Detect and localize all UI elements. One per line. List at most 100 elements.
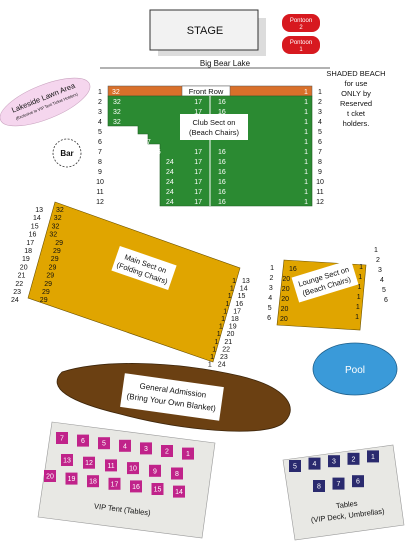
main-seat-number: 1 [219, 324, 223, 331]
vip-deck-table[interactable] [347, 452, 360, 465]
vip-deck-table[interactable] [308, 457, 321, 470]
club-seat-number: 1 [304, 149, 308, 156]
main-row-label-left: 24 [11, 297, 19, 304]
main-row-label-left: 19 [22, 256, 30, 263]
pontoon-2[interactable]: Pontoon 2 [282, 14, 320, 32]
club-seat-number: 24 [166, 159, 174, 166]
pool[interactable]: Pool [312, 342, 398, 396]
lounge-row-label-right: 1 [374, 247, 378, 254]
main-seat-number: 1 [228, 293, 232, 300]
main-row-label-right: 14 [240, 286, 248, 293]
bar[interactable]: Bar [52, 138, 82, 168]
club-seat-number: 16 [218, 179, 226, 186]
club-row-label-left: 4 [98, 119, 102, 126]
pontoon-1[interactable]: Pontoon 1 [282, 36, 320, 54]
vip-tent-table[interactable] [182, 447, 194, 460]
main-section[interactable]: Main Sect on (Folding Chairs) 3232323229… [27, 201, 241, 369]
vip-tent-table[interactable] [127, 462, 139, 475]
vip-tent-table[interactable] [56, 432, 68, 444]
main-seat-number: 32 [49, 232, 57, 239]
vip-tent-table-number: 15 [154, 487, 162, 494]
main-row-label-left: 20 [20, 264, 28, 271]
shaded-beach-line-6: holders. [343, 119, 370, 128]
main-row-label-right: 17 [233, 308, 241, 315]
main-row-label-left: 18 [24, 248, 32, 255]
vip-tent-table[interactable] [140, 442, 152, 455]
main-row-label-right: 13 [242, 278, 250, 285]
vip-tent-table[interactable] [105, 459, 117, 472]
front-row[interactable]: Front Row 32 1 [107, 85, 313, 97]
main-seat-number: 1 [212, 346, 216, 353]
main-row-label-right: 23 [220, 354, 228, 361]
main-seat-number: 1 [230, 286, 234, 293]
vip-tent-table-number: 1 [186, 451, 190, 458]
vip-deck-table[interactable] [289, 460, 301, 472]
vip-tent-table[interactable] [130, 480, 142, 493]
vip-tent-table[interactable] [44, 470, 56, 482]
main-seat-number: 29 [53, 248, 61, 255]
vip-tent-table[interactable] [61, 454, 73, 466]
vip-tent-table[interactable] [65, 472, 78, 485]
club-row-label-left: 3 [98, 109, 102, 116]
main-row-label-right: 16 [235, 301, 243, 308]
main-row-label-left: 22 [15, 281, 23, 288]
club-seat-number: 16 [218, 99, 226, 106]
vip-tent-table[interactable] [77, 434, 89, 447]
vip-deck-table[interactable] [328, 455, 340, 468]
main-row-label-right: 18 [231, 316, 239, 323]
lounge-seat-number: 20 [282, 276, 290, 283]
vip-tent-table-number: 12 [85, 460, 93, 467]
vip-tent-table[interactable] [149, 464, 161, 477]
lakeside-lawn-area[interactable]: Lakeside Lawn Area (Exclusive to VIP Ten… [0, 68, 96, 135]
vip-deck-table-number: 8 [317, 484, 321, 491]
lounge-row-label-right: 5 [382, 287, 386, 294]
club-seat-number: 16 [218, 159, 226, 166]
club-row-label-left: 12 [96, 199, 104, 206]
vip-tent-table[interactable] [108, 477, 121, 490]
main-row-label-right: 20 [227, 331, 235, 338]
stage[interactable]: STAGE [149, 9, 266, 56]
vip-tent-table-number: 14 [175, 489, 183, 496]
lake-label: Big Bear Lake [200, 59, 251, 68]
general-admission[interactable]: General Admission (Bring Your Own Blanke… [56, 363, 291, 432]
lounge-row-label-left: 2 [269, 275, 273, 282]
main-row-label-left: 23 [13, 289, 21, 296]
lounge-section[interactable]: Lounge Sect on (Beach Chairs) 1620202020… [276, 259, 367, 331]
vip-tent-table[interactable] [83, 456, 95, 469]
vip-deck-table[interactable] [352, 475, 364, 488]
vip-deck-table[interactable] [332, 477, 345, 490]
main-seat-number: 1 [221, 316, 225, 323]
vip-deck-table[interactable] [313, 480, 325, 492]
vip-tent-table-number: 10 [129, 466, 137, 473]
club-seat-number: 1 [304, 179, 308, 186]
vip-tent-table[interactable] [98, 437, 110, 450]
club-row-label-right: 3 [318, 109, 322, 116]
club-row-label-left: 8 [98, 159, 102, 166]
vip-deck-table[interactable] [367, 450, 379, 463]
club-seat-number: 17 [194, 159, 202, 166]
club-row-label-right: 4 [318, 119, 322, 126]
club-seat-number: 17 [194, 199, 202, 206]
vip-tent-table[interactable] [161, 445, 173, 457]
vip-tent-table[interactable] [171, 467, 183, 480]
bar-label: Bar [60, 149, 73, 158]
club-row-label-left: 1 [98, 89, 102, 96]
vip-tent-table[interactable] [87, 475, 99, 488]
club-seat-number: 32 [113, 129, 121, 136]
vip-tent-table-number: 6 [81, 438, 85, 445]
club-row-label-right: 6 [318, 139, 322, 146]
main-seat-number: 32 [54, 215, 62, 222]
lounge-row-label-right: 4 [380, 277, 384, 284]
vip-tent-table[interactable] [173, 485, 185, 498]
main-row-label-right: 19 [229, 324, 237, 331]
main-seat-number: 1 [208, 362, 212, 369]
club-seat-number: 16 [218, 109, 226, 116]
vip-tent-table[interactable] [151, 483, 164, 495]
club-seat-number: 1 [304, 109, 308, 116]
main-seat-number: 1 [210, 354, 214, 361]
vip-tent-table[interactable] [119, 439, 131, 452]
